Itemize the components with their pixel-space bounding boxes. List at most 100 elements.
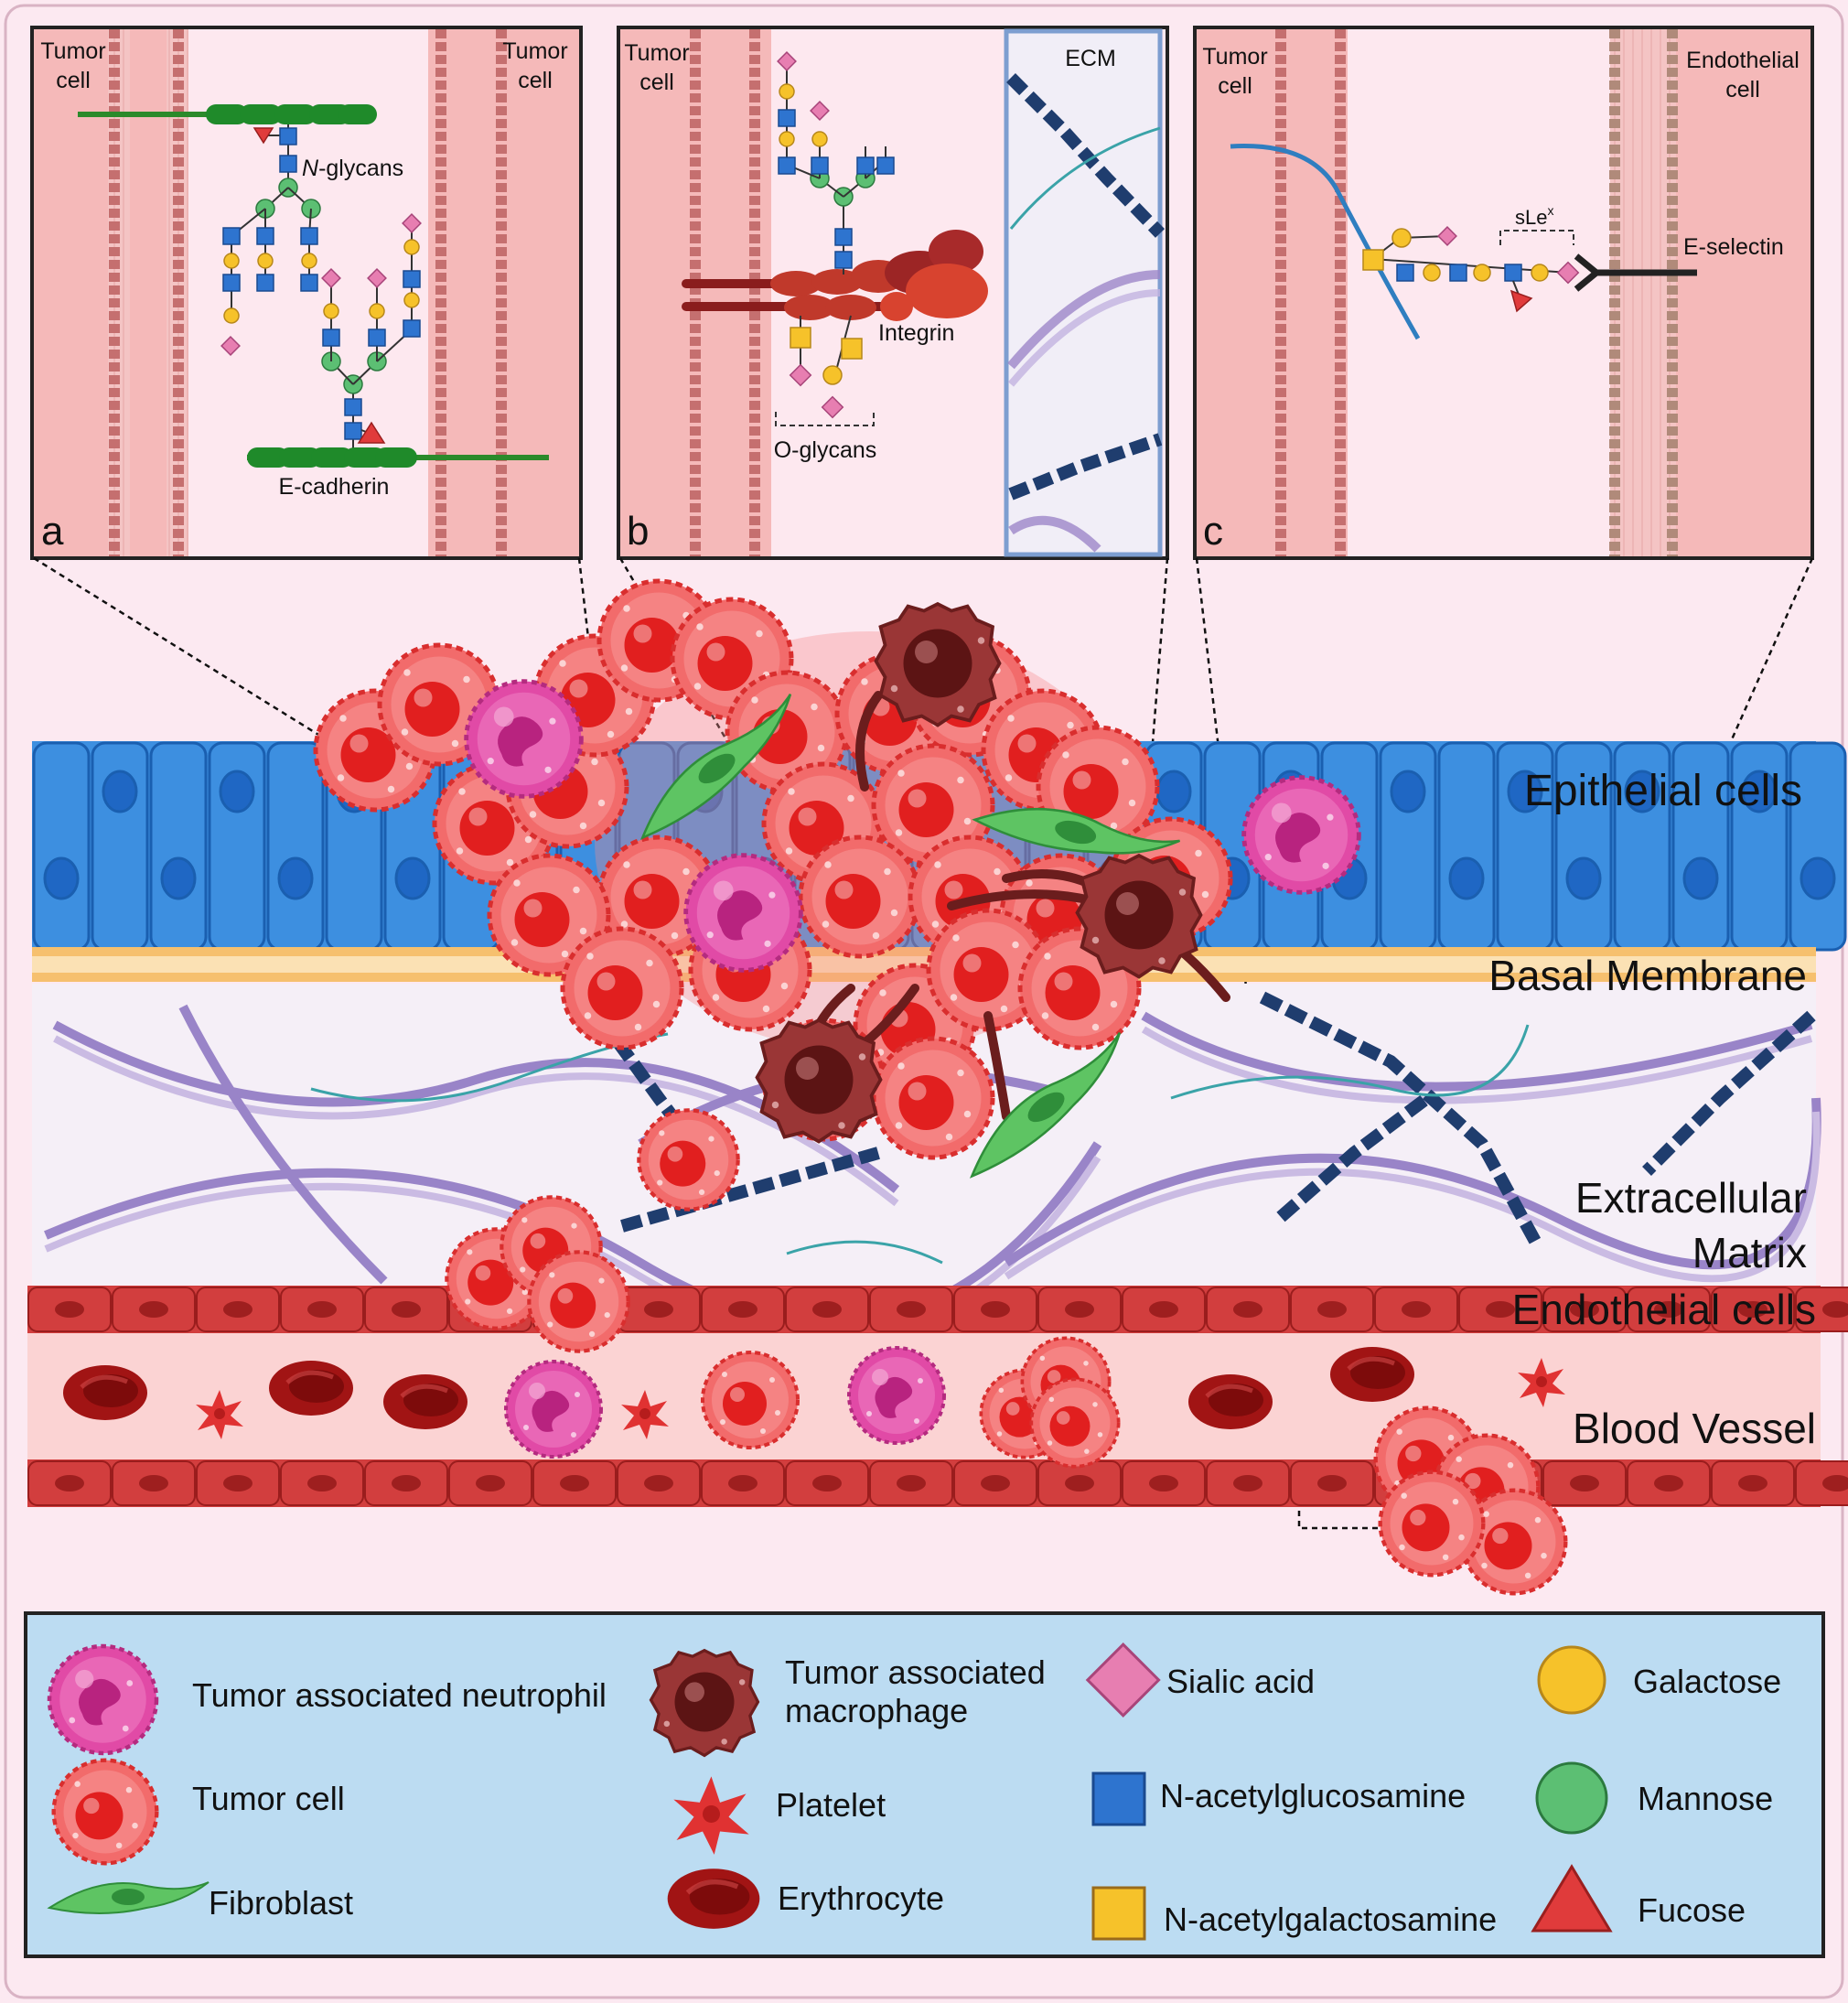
label-ecm-line-2: Matrix (1692, 1229, 1807, 1276)
endothelial-cell (1290, 1287, 1374, 1332)
endothelial-cell (1374, 1287, 1458, 1332)
endothelial-cell (1037, 1287, 1122, 1332)
endothelial-cell (1627, 1460, 1711, 1506)
legend-mannose-icon (1535, 1761, 1608, 1835)
tumor-cell (563, 929, 682, 1048)
legend-galnac-label: N-acetylgalactosamine (1164, 1901, 1497, 1938)
panel-c-endothelial-label-1: Endothelial (1686, 48, 1800, 73)
panel-b-cell-label-1: Tumor (624, 40, 689, 66)
tumor-mass (316, 581, 1359, 1184)
panel-a-right-cell-label-1: Tumor (502, 38, 567, 64)
neutrophil (467, 682, 582, 797)
epithelial-cell (1613, 741, 1671, 952)
endothelial-cell (1122, 1287, 1206, 1332)
legend-macrophage-label-1: Tumor associated (785, 1653, 1046, 1691)
label-ecm-line-1: Extracellular (1575, 1174, 1807, 1222)
panel-c-tumor-label-2: cell (1218, 73, 1252, 99)
panel-b-protein-label: Integrin (878, 320, 954, 346)
legend-galactose-icon (1537, 1645, 1606, 1715)
endothelial-cell (1795, 1287, 1848, 1332)
panel-b-oglycans-label: O-glycans (774, 437, 877, 463)
endothelial-cell (1037, 1460, 1122, 1506)
endothelial-cell (1711, 1460, 1795, 1506)
endothelial-cell (953, 1460, 1037, 1506)
endothelial-cell (364, 1287, 448, 1332)
tumor-cell (1381, 1472, 1484, 1576)
endothelial-cell (701, 1460, 785, 1506)
panel-b: Tumor cell ECM Integrin (617, 26, 1169, 560)
panel-b-letter: b (627, 509, 649, 554)
endothelial-cell (1795, 1460, 1848, 1506)
endothelial-cell (27, 1287, 112, 1332)
endothelial-cell (1711, 1287, 1795, 1332)
epithelial-cell (266, 741, 325, 952)
tumor-cell (1029, 1377, 1121, 1469)
legend-fucose-icon (1531, 1864, 1613, 1933)
endothelial-cell (1627, 1287, 1711, 1332)
erythrocyte (383, 1374, 467, 1429)
tumor-cell (800, 837, 919, 956)
legend-neutrophil-icon (49, 1646, 156, 1753)
endothelial-cell (869, 1460, 953, 1506)
epithelial-cell (1437, 741, 1496, 952)
panel-b-ecm-label: ECM (1065, 46, 1116, 71)
legend-galactose-label: Galactose (1633, 1663, 1781, 1700)
endothelial-cell (112, 1460, 196, 1506)
legend-fibroblast-label: Fibroblast (209, 1884, 353, 1922)
legend-neutrophil-label: Tumor associated neutrophil (192, 1676, 607, 1714)
label-blood-vessel: Blood Vessel (1573, 1405, 1816, 1452)
endothelial-cell (532, 1460, 617, 1506)
label-endothelial-cells: Endothelial cells (1512, 1286, 1816, 1333)
neutrophil (847, 1346, 946, 1445)
endothelial-cell (617, 1460, 701, 1506)
epithelial-cell (1379, 741, 1437, 952)
legend-erythrocyte-icon (668, 1868, 760, 1929)
endothelial-cell (196, 1460, 280, 1506)
tumor-cell (639, 1110, 737, 1209)
panel-a-letter: a (41, 509, 64, 554)
panel-a-nglycans-label: N-glycans (302, 156, 403, 181)
panel-c-slex-label: sLex (1515, 203, 1553, 229)
legend-mannose-label: Mannose (1638, 1780, 1773, 1817)
erythrocyte (1330, 1347, 1414, 1402)
neutrophil (504, 1360, 603, 1459)
endothelial-cell (280, 1460, 364, 1506)
legend-glcnac-icon (1091, 1771, 1146, 1826)
neutrophil (1244, 778, 1359, 893)
tumor-cell (701, 1351, 800, 1449)
endothelial-cell (27, 1460, 112, 1506)
tumor-cell (529, 1252, 628, 1351)
panel-a-protein-label: E-cadherin (279, 474, 390, 500)
endothelial-cell (448, 1460, 532, 1506)
endothelial-cell (280, 1287, 364, 1332)
endothelial-cell (364, 1460, 448, 1506)
endothelial-cell (1206, 1287, 1290, 1332)
endothelial-cell (1122, 1460, 1206, 1506)
legend-macrophage-label-2: macrophage (785, 1692, 968, 1729)
legend-tumor-cell-icon (54, 1761, 157, 1864)
endothelial-cell (1542, 1460, 1627, 1506)
panel-c-selectin-label: E-selectin (1683, 234, 1784, 260)
erythrocyte (63, 1365, 147, 1420)
legend-platelet-label: Platelet (776, 1786, 886, 1824)
epithelial-cell (91, 741, 149, 952)
legend-erythrocyte-label: Erythrocyte (778, 1879, 944, 1917)
neutrophil (686, 856, 801, 971)
endothelial-cell (112, 1287, 196, 1332)
endothelial-cell (1458, 1287, 1542, 1332)
endothelial-cell (196, 1287, 280, 1332)
panel-c-tumor-label-1: Tumor (1202, 44, 1267, 70)
endothelial-cell (1206, 1460, 1290, 1506)
label-epithelial-cells: Epithelial cells (1524, 767, 1802, 815)
endothelial-cell (785, 1287, 869, 1332)
panel-c: Tumor cell Endothelial cell sLex E-selec… (1193, 26, 1814, 560)
legend-tumor-cell-label: Tumor cell (192, 1780, 345, 1817)
legend-galnac-icon (1091, 1886, 1146, 1941)
legend-sialic-acid-icon (1085, 1642, 1161, 1718)
panel-a-left-cell-label-1: Tumor (40, 38, 105, 64)
endothelial-cell (1290, 1460, 1374, 1506)
panel-c-endothelial-label-2: cell (1725, 77, 1760, 102)
panel-b-cell-label-2: cell (639, 70, 674, 95)
legend: Tumor associated neutrophil Tumor associ… (24, 1611, 1825, 1958)
